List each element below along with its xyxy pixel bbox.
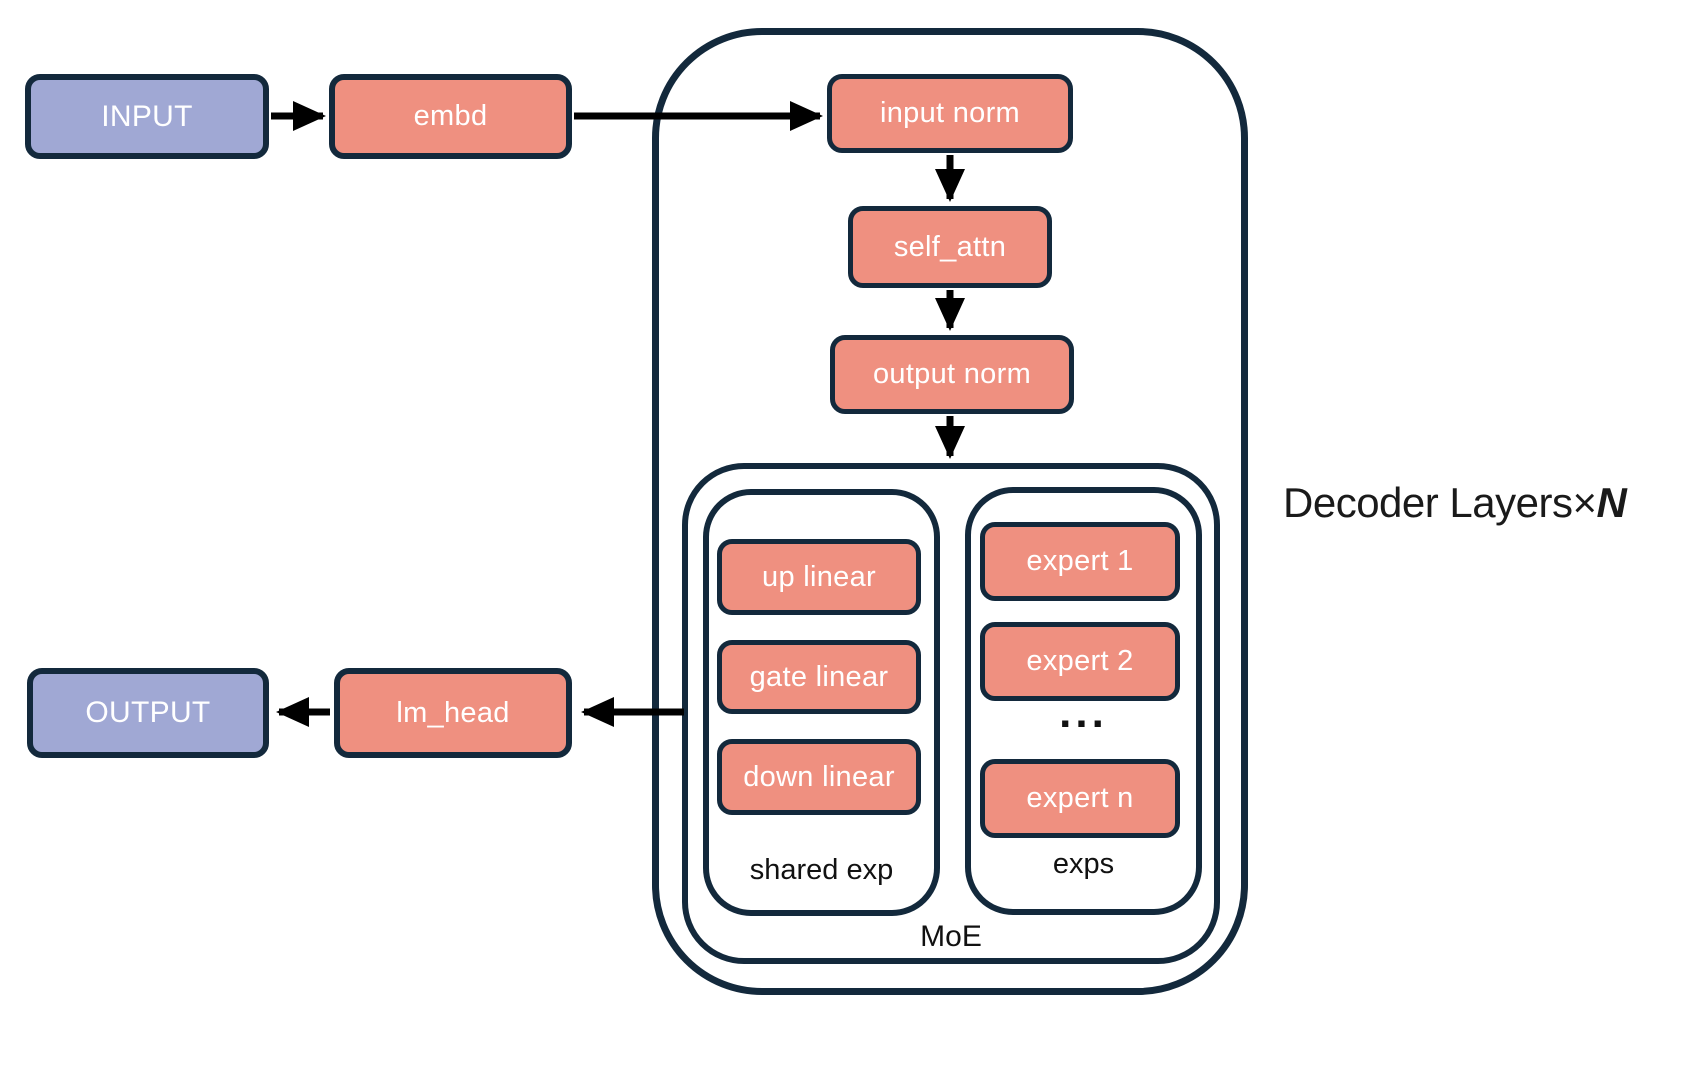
experts-ellipsis: ...: [1059, 688, 1108, 737]
moe-label: MoE: [920, 920, 982, 953]
exps-label: exps: [1052, 848, 1115, 880]
node-lm-head: lm_head: [334, 668, 572, 758]
decoder-layers-container: [652, 28, 1248, 995]
shared-exp-label: shared exp: [749, 854, 894, 886]
moe-container: [682, 463, 1220, 964]
node-up-linear: up linear: [717, 539, 921, 615]
node-down-linear: down linear: [717, 739, 921, 815]
node-expert-n: expert n: [980, 759, 1180, 838]
node-expert-2: expert 2: [980, 622, 1180, 701]
node-gate-linear: gate linear: [717, 640, 921, 714]
node-output: OUTPUT: [27, 668, 269, 758]
node-self-attn: self_attn: [848, 206, 1052, 288]
node-embd: embd: [329, 74, 572, 159]
decoder-layers-text: Decoder Layers: [1283, 479, 1573, 526]
node-input-norm: input norm: [827, 74, 1073, 153]
node-input: INPUT: [25, 74, 269, 159]
node-output-norm: output norm: [830, 335, 1074, 414]
times-symbol: ×: [1572, 479, 1597, 526]
node-expert-1: expert 1: [980, 522, 1180, 601]
shared-expert-container: [703, 489, 940, 916]
experts-container: [965, 487, 1202, 915]
decoder-layers-label: Decoder Layers×N: [1283, 479, 1627, 527]
layer-count-symbol: N: [1596, 479, 1627, 526]
